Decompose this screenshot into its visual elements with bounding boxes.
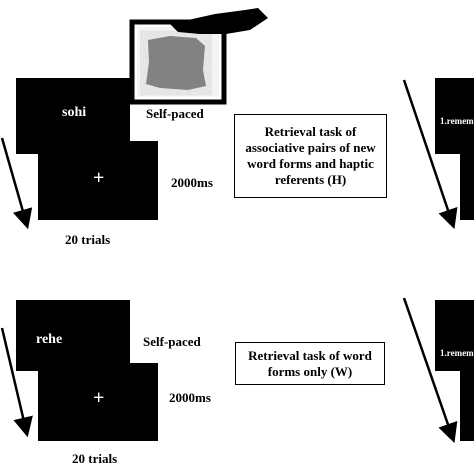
fixation-cross-w: + [93, 387, 105, 409]
retrieval-prompt-w: 1.rememb [440, 348, 474, 358]
hand-icon [170, 8, 268, 34]
fixation-duration-w: 2000ms [169, 390, 211, 405]
task-line: referents (H) [274, 172, 347, 187]
task-line: Retrieval task of [264, 124, 357, 139]
retrieval-screen-w-2 [460, 363, 474, 441]
task-line: word forms and haptic [247, 156, 374, 171]
trials-label-h: 20 trials [65, 232, 111, 247]
retrieval-arrow-bottom [402, 297, 458, 444]
task-line: Retrieval task of word [248, 347, 372, 363]
word-form-w: rehe [36, 332, 63, 347]
fixation-duration-h: 2000ms [171, 175, 213, 190]
task-line: associative pairs of new [245, 140, 376, 155]
texture-sample [146, 36, 206, 90]
retrieval-screen-w: 1.rememb [435, 300, 474, 371]
self-paced-label-w: Self-paced [143, 334, 201, 349]
word-form-h: sohi [62, 105, 87, 120]
task-line: forms only (W) [267, 363, 353, 379]
self-paced-label-h: Self-paced [146, 106, 204, 121]
fixation-screen-w: + [38, 363, 158, 441]
fixation-screen-h: + [38, 141, 158, 220]
fixation-cross-h: + [93, 167, 105, 189]
retrieval-arrow-top [402, 79, 458, 230]
retrieval-task-box-h: Retrieval task of associative pairs of n… [234, 114, 387, 198]
sequence-arrow-top [0, 137, 33, 230]
retrieval-screen-h-2 [460, 141, 474, 220]
retrieval-prompt-h: 1.rememb [440, 116, 474, 126]
trials-label-w: 20 trials [72, 451, 118, 466]
sequence-arrow-bottom [0, 327, 33, 438]
retrieval-task-box-w: Retrieval task of word forms only (W) [235, 342, 385, 385]
word-screen-w: rehe [16, 300, 130, 371]
